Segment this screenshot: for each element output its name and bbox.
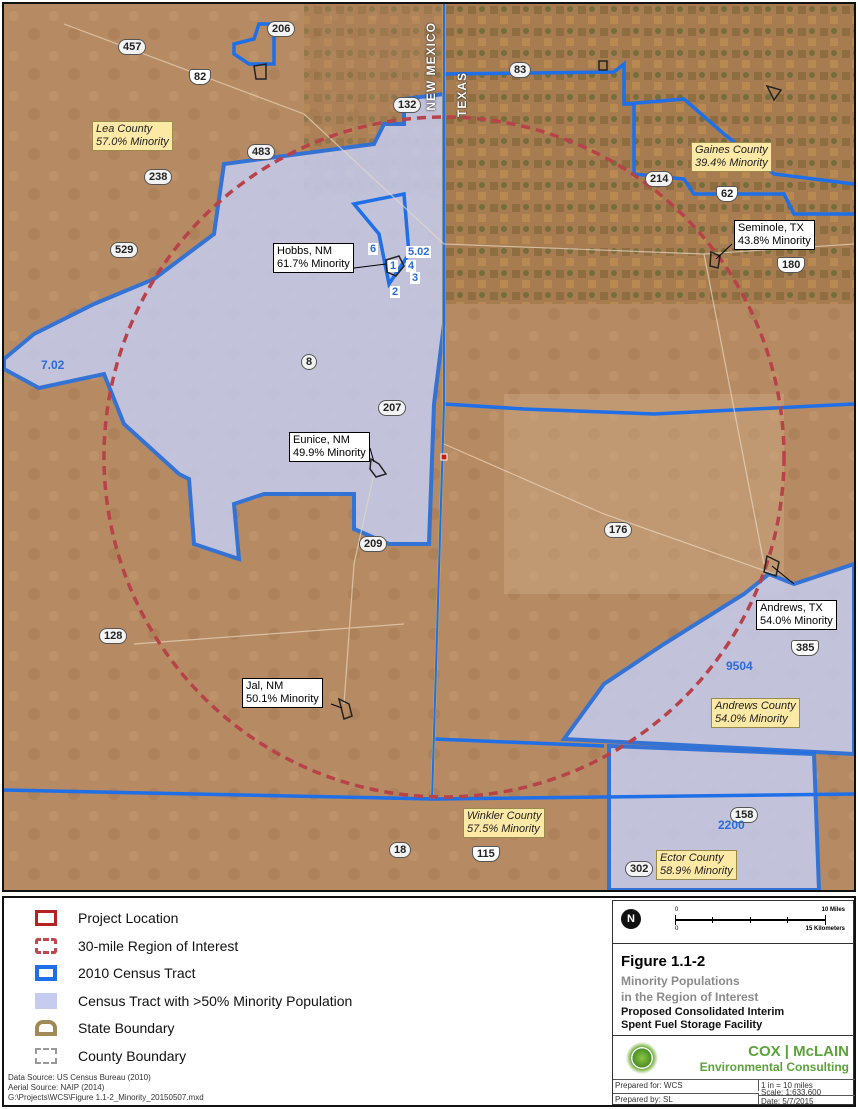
road-shield: 302 xyxy=(625,861,654,877)
map-panel[interactable]: NEW MEXICO TEXAS 457 206 82 83 132 483 2… xyxy=(2,2,856,892)
figure-description: Proposed Consolidated Interim xyxy=(621,1006,785,1018)
tract-number: 2 xyxy=(390,286,401,298)
road-shield: 209 xyxy=(359,536,388,552)
road-shield: 176 xyxy=(604,522,633,538)
figure-description: Spent Fuel Storage Facility xyxy=(621,1019,763,1031)
roads xyxy=(63,23,854,705)
data-sources: Data Source: US Census Bureau (2010) Aer… xyxy=(8,1073,204,1102)
legend-label: 2010 Census Tract xyxy=(78,965,196,981)
legend-item-minority-tract: Census Tract with >50% Minority Populati… xyxy=(32,991,352,1011)
county-boundary-swatch xyxy=(32,1046,60,1066)
figure-number: Figure 1.1-2 xyxy=(621,953,706,970)
figure-subtitle: Minority Populations xyxy=(621,974,740,988)
tract-number: 6 xyxy=(368,243,379,255)
road-shield: 214 xyxy=(645,171,674,187)
prepared-for: Prepared for: WCS xyxy=(613,1079,759,1091)
scale-bar: 0 10 Miles 0 15 Kilometers xyxy=(675,907,845,932)
road-shield: 385 xyxy=(791,640,820,656)
legend-label: Project Location xyxy=(78,910,179,926)
state-boundary-swatch xyxy=(32,1018,60,1038)
legend-label: 30-mile Region of Interest xyxy=(78,938,239,954)
road-shield: 158 xyxy=(730,807,759,823)
title-block: N 0 10 Miles 0 15 Kilometers Figure 1.1-… xyxy=(612,900,855,1107)
scale-ratio: 1 in = 10 miles xyxy=(759,1079,855,1091)
county-label-winkler: Winkler County 57.5% Minority xyxy=(463,808,546,838)
road-shield: 82 xyxy=(189,69,212,85)
legend-label: State Boundary xyxy=(78,1020,175,1036)
city-callout-hobbs: Hobbs, NM 61.7% Minority xyxy=(273,243,354,273)
county-label-gaines: Gaines County 39.4% Minority xyxy=(691,142,772,172)
tract-number: 4 xyxy=(406,260,417,272)
road-shield: 457 xyxy=(118,39,147,55)
road-shield: 529 xyxy=(110,242,139,258)
road-shield: 238 xyxy=(144,169,173,185)
region-of-interest-circle xyxy=(102,115,786,799)
road-shield: 128 xyxy=(99,628,128,644)
tract-number: 5.02 xyxy=(406,246,432,258)
legend-item-census-tract: 2010 Census Tract xyxy=(32,963,196,983)
city-callout-eunice: Eunice, NM 49.9% Minority xyxy=(289,432,370,462)
county-label-lea: Lea County 57.0% Minority xyxy=(92,121,173,151)
legend-panel: Project Location 30-mile Region of Inter… xyxy=(2,896,856,1107)
legend-label: Census Tract with >50% Minority Populati… xyxy=(78,993,353,1009)
legend-item-project-location: Project Location xyxy=(32,908,178,928)
tract-number: 3 xyxy=(410,272,421,284)
state-label-new-mexico: NEW MEXICO xyxy=(424,22,438,111)
scale-text: Scale: 1:633,600 xyxy=(761,1088,822,1097)
north-arrow-icon: N xyxy=(621,909,641,929)
road-shield: 206 xyxy=(267,21,296,37)
county-label-andrews: Andrews County 54.0% Minority xyxy=(711,698,800,728)
figure-date: Date: 5/7/2015 xyxy=(759,1095,855,1107)
city-callout-andrews: Andrews, TX 54.0% Minority xyxy=(756,600,837,630)
road-shield: 18 xyxy=(389,842,412,858)
census-tract-swatch xyxy=(32,963,60,983)
legend-item-county-boundary: County Boundary xyxy=(32,1046,186,1066)
region-swatch xyxy=(32,936,60,956)
road-shield: 132 xyxy=(393,97,422,113)
prepared-by: Prepared by: SL xyxy=(613,1093,759,1105)
legend-item-region: 30-mile Region of Interest xyxy=(32,936,238,956)
road-shield: 180 xyxy=(777,257,806,273)
road-shield: 83 xyxy=(509,62,532,78)
tract-number: 1 xyxy=(388,260,399,272)
road-shield: 115 xyxy=(472,846,500,862)
project-location-marker xyxy=(440,453,448,461)
company-name: COX | McLAIN Environmental Consulting xyxy=(699,1043,849,1074)
tract-number: 7.02 xyxy=(41,358,65,372)
road-shield: 62 xyxy=(716,186,739,202)
city-callout-seminole: Seminole, TX 43.8% Minority xyxy=(734,220,815,250)
state-label-texas: TEXAS xyxy=(455,72,469,118)
tract-number: 9504 xyxy=(726,659,753,673)
minority-tract-swatch xyxy=(32,991,60,1011)
city-callout-jal: Jal, NM 50.1% Minority xyxy=(242,678,323,708)
company-logo-icon xyxy=(623,1039,661,1077)
figure-subtitle: in the Region of Interest xyxy=(621,990,759,1004)
city-outlines xyxy=(253,60,783,720)
project-location-swatch xyxy=(32,908,60,928)
legend-label: County Boundary xyxy=(78,1048,187,1064)
tract-number: 2200 xyxy=(718,818,745,832)
county-label-ector: Ector County 58.9% Minority xyxy=(656,850,737,880)
legend-item-state-boundary: State Boundary xyxy=(32,1018,175,1038)
farmland-texas xyxy=(444,4,854,304)
road-shield: 8 xyxy=(301,354,318,370)
road-shield: 207 xyxy=(378,400,407,416)
road-shield: 483 xyxy=(247,144,276,160)
pale-sand xyxy=(504,394,784,594)
